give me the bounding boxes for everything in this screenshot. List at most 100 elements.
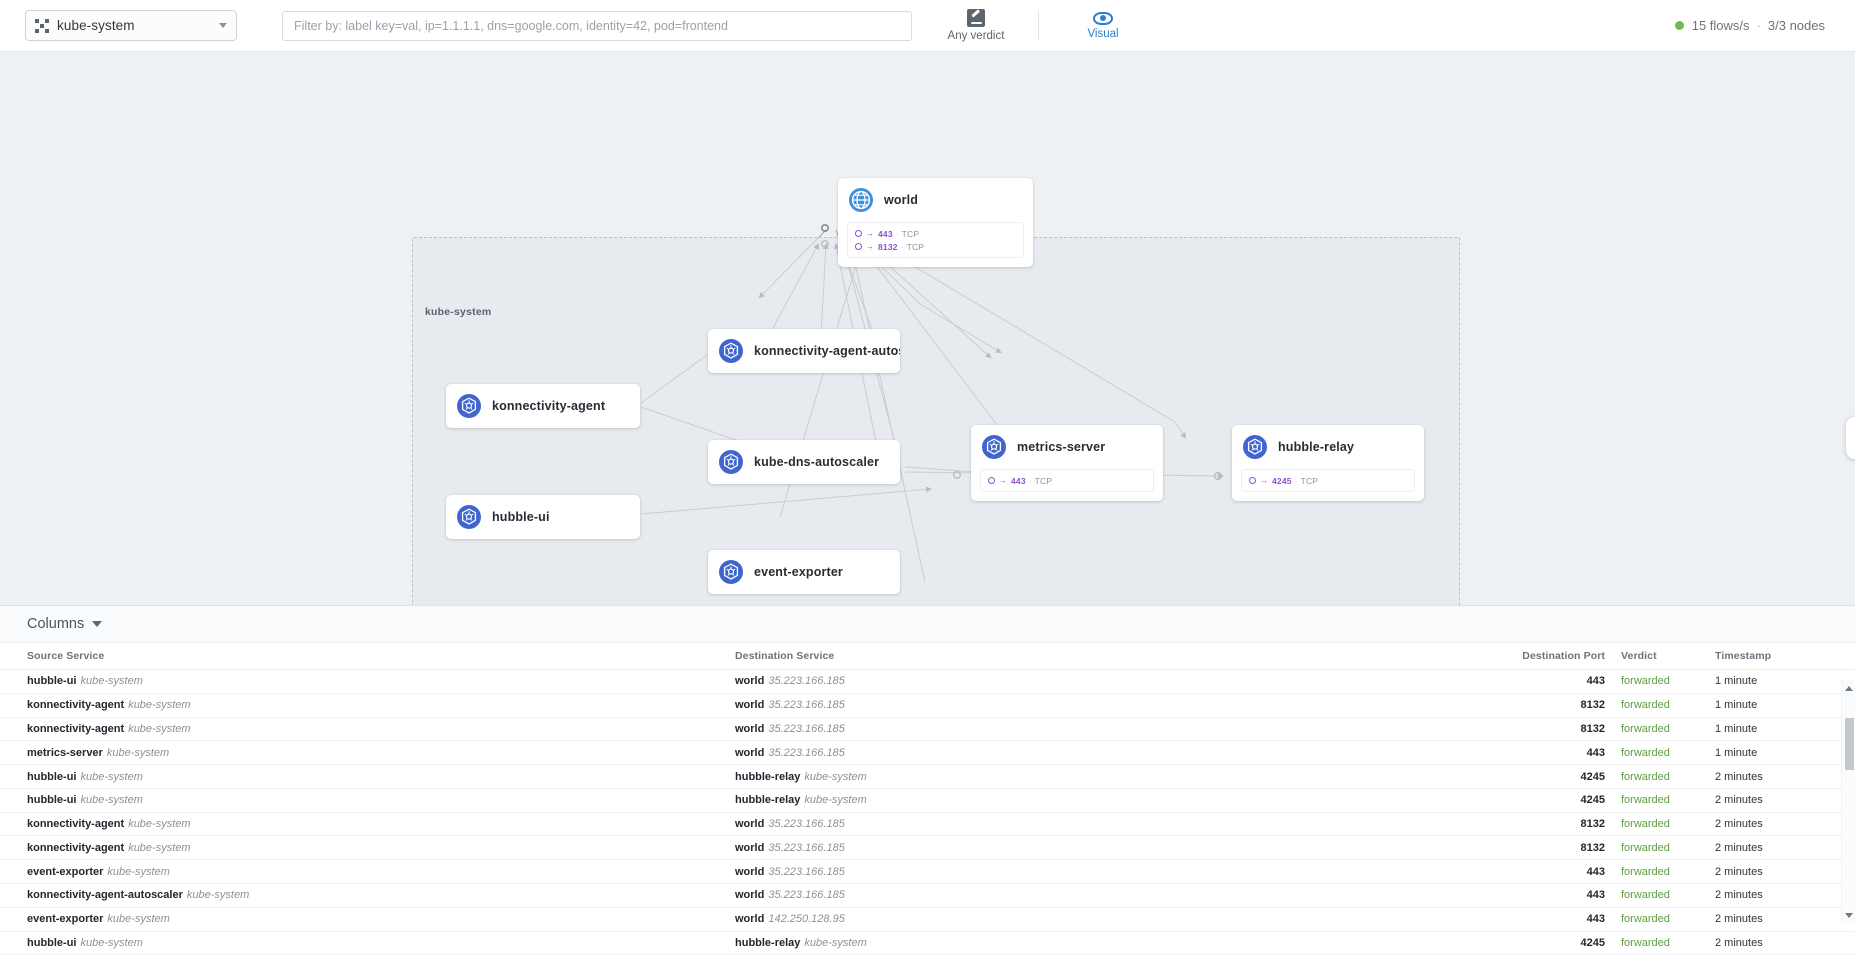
port-separator: · [895,228,899,239]
cell-verdict: forwarded [1605,859,1715,885]
namespace-selector[interactable]: kube-system [25,10,237,41]
port-separator: · [1294,475,1298,486]
column-header-verdict[interactable]: Verdict [1605,643,1715,670]
destination-port-value: 8132 [1580,699,1605,712]
cell-timestamp: 2 minutes [1715,788,1855,813]
graph-node-konnectivity-agent[interactable]: konnectivity-agent [446,384,640,428]
port-separator: · [900,241,904,252]
destination-service-detail: kube-system [804,770,867,783]
scroll-up-arrow-icon[interactable] [1845,686,1853,691]
graph-node-konnectivity-agent-autoscaler[interactable]: konnectivity-agent-autosc… [708,329,900,373]
cell-timestamp: 1 minute [1715,717,1855,742]
source-service-namespace: kube-system [80,675,143,688]
verdict-value: forwarded [1621,865,1670,878]
namespace-frame-icon [35,18,49,33]
graph-node-world[interactable]: world → 443 · TCP → 8132 · TCP [838,178,1033,267]
kubernetes-icon [719,450,743,474]
source-service-namespace: kube-system [106,746,170,759]
port-row[interactable]: → 443 · TCP [988,474,1146,487]
cell-verdict: forwarded [1605,717,1715,742]
table-scrollbar[interactable] [1841,680,1855,924]
source-service-namespace: kube-system [128,841,191,854]
service-map-canvas[interactable]: kube-system world → 443 · TCP → 8132 · T… [0,52,1855,605]
column-header-destination-port[interactable]: Destination Port [1495,643,1605,670]
graph-node-kube-dns-autoscaler[interactable]: kube-dns-autoscaler [708,440,900,484]
port-row[interactable]: → 4245 · TCP [1249,474,1407,487]
cell-destination-port: 8132 [1495,717,1605,742]
side-panel-handle[interactable] [1846,417,1855,459]
cell-destination-port: 4245 [1495,788,1605,813]
node-label: konnectivity-agent-autosc… [754,344,900,358]
node-ports: → 4245 · TCP [1241,469,1415,492]
timestamp-value: 2 minutes [1715,818,1763,831]
any-verdict-button[interactable]: Any verdict [938,9,1014,42]
source-service-name: event-exporter [27,865,104,878]
column-header-destination-service[interactable]: Destination Service [735,643,1495,670]
column-header-source-service[interactable]: Source Service [0,643,735,670]
verdict-value: forwarded [1621,675,1670,688]
columns-button-label: Columns [27,616,85,632]
port-separator: · [1028,475,1032,486]
visual-button[interactable]: Visual [1065,11,1141,40]
graph-node-metrics-server[interactable]: metrics-server → 443 · TCP [971,425,1163,501]
chevron-down-icon [219,23,227,28]
cell-destination-port: 4245 [1495,931,1605,955]
node-label: hubble-relay [1278,440,1355,454]
source-service-namespace: kube-system [80,794,143,807]
port-row[interactable]: → 443 · TCP [855,227,1016,240]
timestamp-value: 2 minutes [1715,794,1763,807]
destination-port-value: 443 [1586,865,1605,878]
node-header: hubble-ui [446,495,640,539]
destination-service-name: world [735,889,765,902]
status-indicator: 15 flows/s · 3/3 nodes [1674,18,1825,33]
scroll-down-arrow-icon[interactable] [1845,913,1853,918]
timestamp-value: 2 minutes [1715,936,1763,949]
eye-icon [1093,11,1113,25]
destination-port-value: 443 [1586,913,1605,926]
destination-service-detail: 35.223.166.185 [768,746,845,759]
columns-button[interactable]: Columns [27,616,103,632]
cell-timestamp: 2 minutes [1715,812,1855,837]
column-header-timestamp[interactable]: Timestamp [1715,643,1855,670]
destination-service-detail: 35.223.166.185 [768,818,845,831]
node-header: hubble-relay [1232,425,1424,469]
namespace-selector-value: kube-system [57,18,135,33]
cell-verdict: forwarded [1605,740,1715,766]
graph-node-event-exporter[interactable]: event-exporter [708,550,900,594]
kubernetes-icon [457,505,481,529]
verdict-value: forwarded [1621,936,1670,949]
graph-node-hubble-ui[interactable]: hubble-ui [446,495,640,539]
filter-input[interactable] [282,10,912,41]
source-service-name: hubble-ui [27,794,77,807]
scrollbar-thumb[interactable] [1845,718,1854,770]
port-protocol: TCP [901,228,920,239]
port-row[interactable]: → 8132 · TCP [855,240,1016,253]
timestamp-value: 1 minute [1715,699,1758,712]
graph-node-hubble-relay[interactable]: hubble-relay → 4245 · TCP [1232,425,1424,501]
source-service-namespace: kube-system [186,889,250,902]
cell-verdict: forwarded [1605,907,1715,932]
cell-verdict: forwarded [1605,931,1715,955]
flows-table-panel: Columns Source Service Destination Servi… [0,605,1855,955]
